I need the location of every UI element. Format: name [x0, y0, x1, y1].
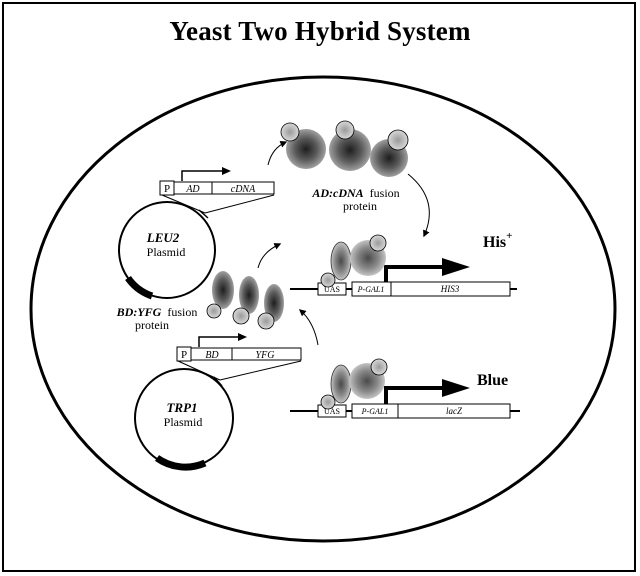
leu2-plasmid: LEU2 Plasmid: [118, 201, 216, 300]
ad-label: AD: [185, 184, 200, 195]
blue-phenotype: Blue: [477, 372, 508, 389]
yeast-cell: [29, 75, 617, 543]
lacz-protein-complex: [320, 358, 388, 410]
bd-fusion-proteins: [206, 271, 284, 330]
trp1-marker: TRP1: [166, 400, 197, 415]
ad-fusion-label-line1: AD:cDNA fusion: [311, 186, 399, 200]
ad-construct: P AD cDNA: [159, 167, 275, 214]
leu2-marker: LEU2: [146, 230, 180, 245]
his3-protein-complex: [320, 234, 387, 288]
ad-fusion-label-line2: protein: [343, 199, 377, 213]
ad-fusion-proteins: [280, 120, 409, 177]
ad-promoter-label: P: [164, 183, 170, 195]
lacz-promoter-label: P-GAL1: [361, 407, 389, 416]
bd-fusion-label-line1: BD:YFG fusion: [116, 305, 198, 319]
his3-promoter-label: P-GAL1: [357, 285, 385, 294]
trp1-plasmid: TRP1 Plasmid: [134, 368, 234, 471]
arrow-bd-expression: [298, 309, 319, 346]
figure-title: Yeast Two Hybrid System: [169, 16, 471, 46]
arrow-bd-to-nucleus: [257, 243, 282, 269]
bd-label: BD: [205, 350, 219, 361]
lacz-gene-label: lacZ: [446, 406, 463, 416]
his3-gene-label: HIS3: [440, 284, 460, 294]
lacz-reporter: UAS P-GAL1 lacZ: [290, 379, 520, 419]
his3-reporter: UAS P-GAL1 HIS3: [290, 258, 517, 297]
bd-fusion-label-line2: protein: [135, 318, 169, 332]
arrow-ad-to-nucleus: [407, 173, 430, 238]
bd-promoter-label: P: [181, 349, 187, 361]
leu2-plasmid-label: Plasmid: [147, 245, 186, 259]
arrow-ad-expression: [267, 140, 288, 166]
trp1-plasmid-label: Plasmid: [164, 415, 203, 429]
cdna-label: cDNA: [231, 184, 256, 195]
yfg-label: YFG: [256, 350, 275, 361]
bd-construct: P BD YFG: [176, 333, 302, 381]
lacz-uas-label: UAS: [324, 407, 340, 416]
his-phenotype: His+: [483, 230, 512, 251]
his3-uas-label: UAS: [324, 285, 340, 294]
